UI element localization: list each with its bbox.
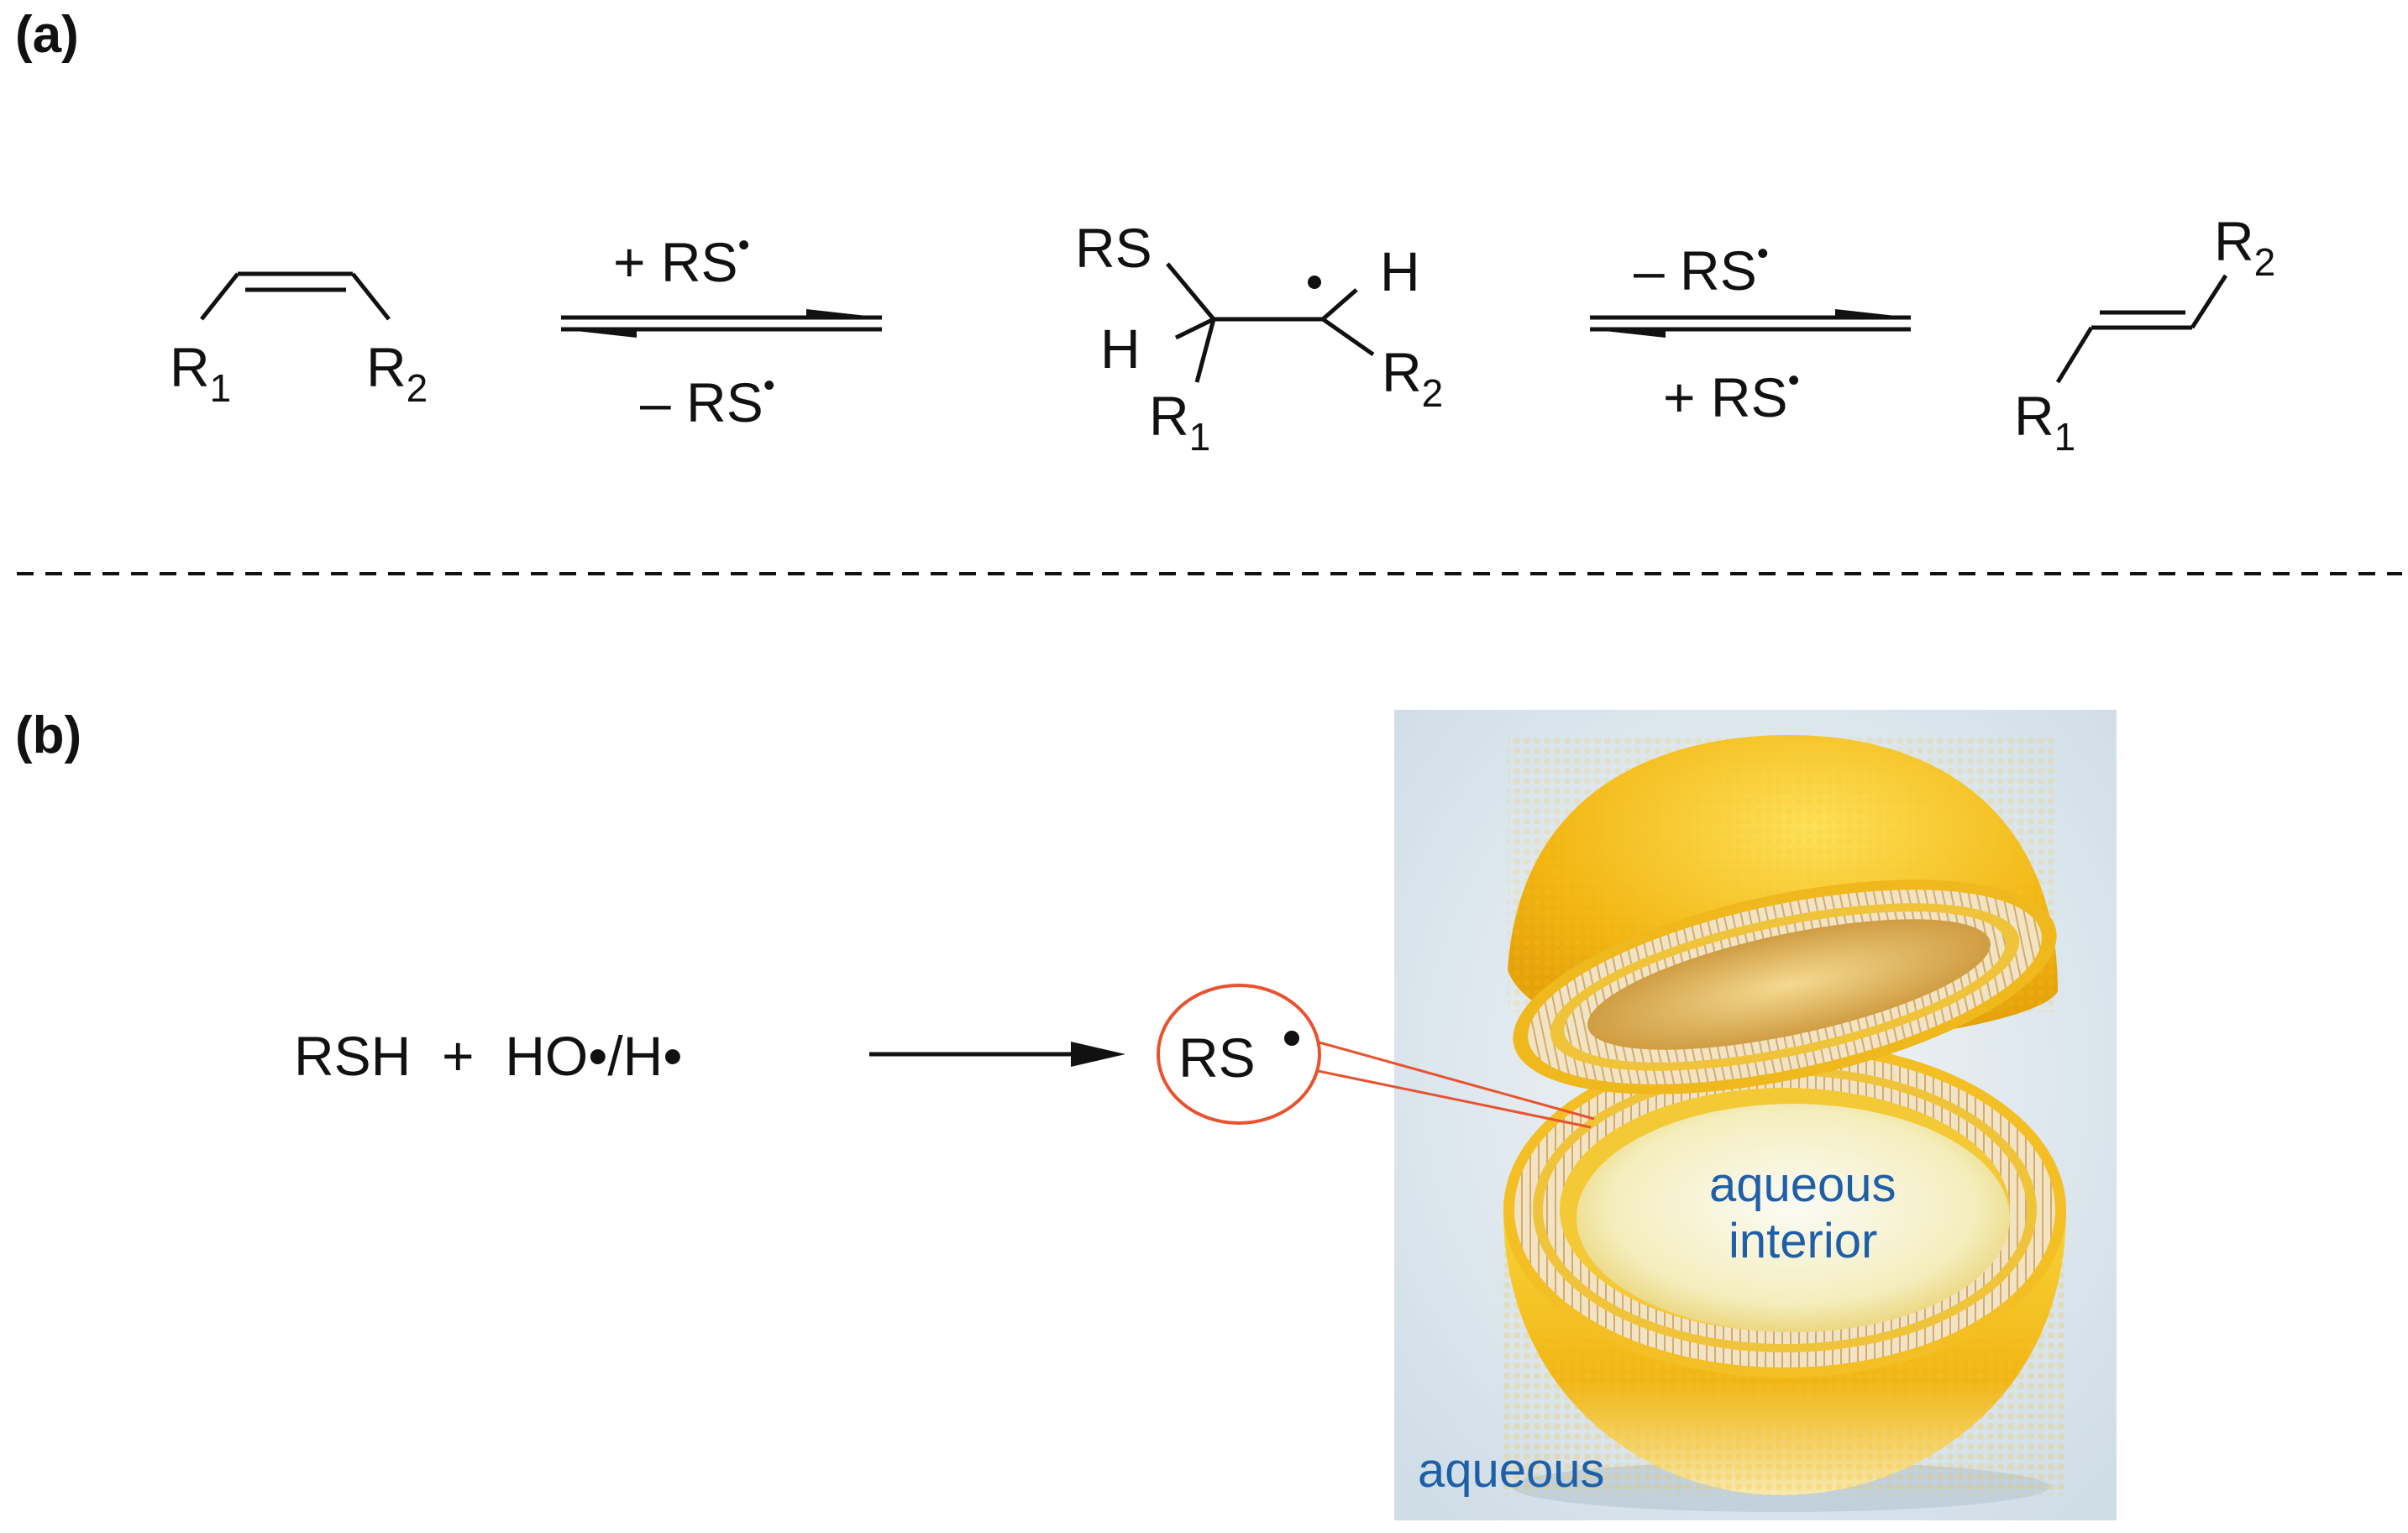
- bond: [1166, 262, 1215, 321]
- callout-circle: [1157, 984, 1321, 1125]
- adduct-r1-label: R1: [1149, 385, 1210, 459]
- interior-label-line1: aqueous: [1709, 1158, 1896, 1212]
- bond: [1174, 317, 1215, 340]
- adduct-r2-label: R2: [1382, 341, 1443, 415]
- thiyl-radical-callout: RS: [1157, 984, 1595, 1129]
- bond: [1321, 288, 1358, 321]
- adduct-rs-label: RS: [1075, 217, 1152, 279]
- bond: [1321, 317, 1375, 357]
- bond: [200, 272, 239, 321]
- reactants-label: RSH + HO•/H•: [294, 1025, 682, 1087]
- bond: [2190, 274, 2228, 329]
- arrow1-top-label: + RS•: [613, 227, 750, 293]
- interior-label-line2: interior: [1729, 1214, 1877, 1268]
- trans-r1-label: R1: [2014, 385, 2075, 459]
- arrow2-top-label: – RS•: [1634, 235, 1769, 302]
- callout-line: [1309, 1038, 1595, 1121]
- panel-label-a: (a): [15, 6, 79, 64]
- trans-alkene: R2 R1: [2014, 210, 2275, 459]
- radical-dot: [1308, 276, 1321, 289]
- adduct-h-left: H: [1100, 318, 1141, 380]
- arrow2-bottom-label: + RS•: [1663, 362, 1800, 428]
- cis-r2-label: R2: [366, 336, 428, 410]
- equilibrium-arrow-1: + RS• – RS•: [561, 227, 882, 433]
- cis-r1-label: R1: [170, 336, 231, 410]
- radical-adduct: RS H H R1 R2: [1075, 217, 1443, 459]
- callout-line: [1297, 1065, 1592, 1129]
- cis-alkene: R1 R2: [170, 271, 428, 410]
- liposome-illustration: aqueous interior aqueous: [1394, 710, 2117, 1520]
- trans-r2-label: R2: [2214, 210, 2275, 284]
- thiyl-radical-label: RS: [1178, 1026, 1256, 1089]
- radical-generation: RSH + HO•/H•: [294, 1025, 1125, 1087]
- exterior-label: aqueous: [1418, 1443, 1605, 1498]
- equilibrium-arrow-2: – RS• + RS•: [1590, 235, 1911, 428]
- bond: [2055, 326, 2094, 384]
- arrow1-bottom-label: – RS•: [640, 367, 775, 433]
- bond: [351, 272, 391, 321]
- aqueous-interior: [1576, 1104, 2010, 1332]
- adduct-h-right: H: [1380, 240, 1420, 302]
- radical-dot: [1284, 1031, 1299, 1046]
- bond: [1194, 318, 1216, 383]
- top-cap-interior: [1587, 919, 1991, 1050]
- panel-label-b: (b): [15, 706, 82, 764]
